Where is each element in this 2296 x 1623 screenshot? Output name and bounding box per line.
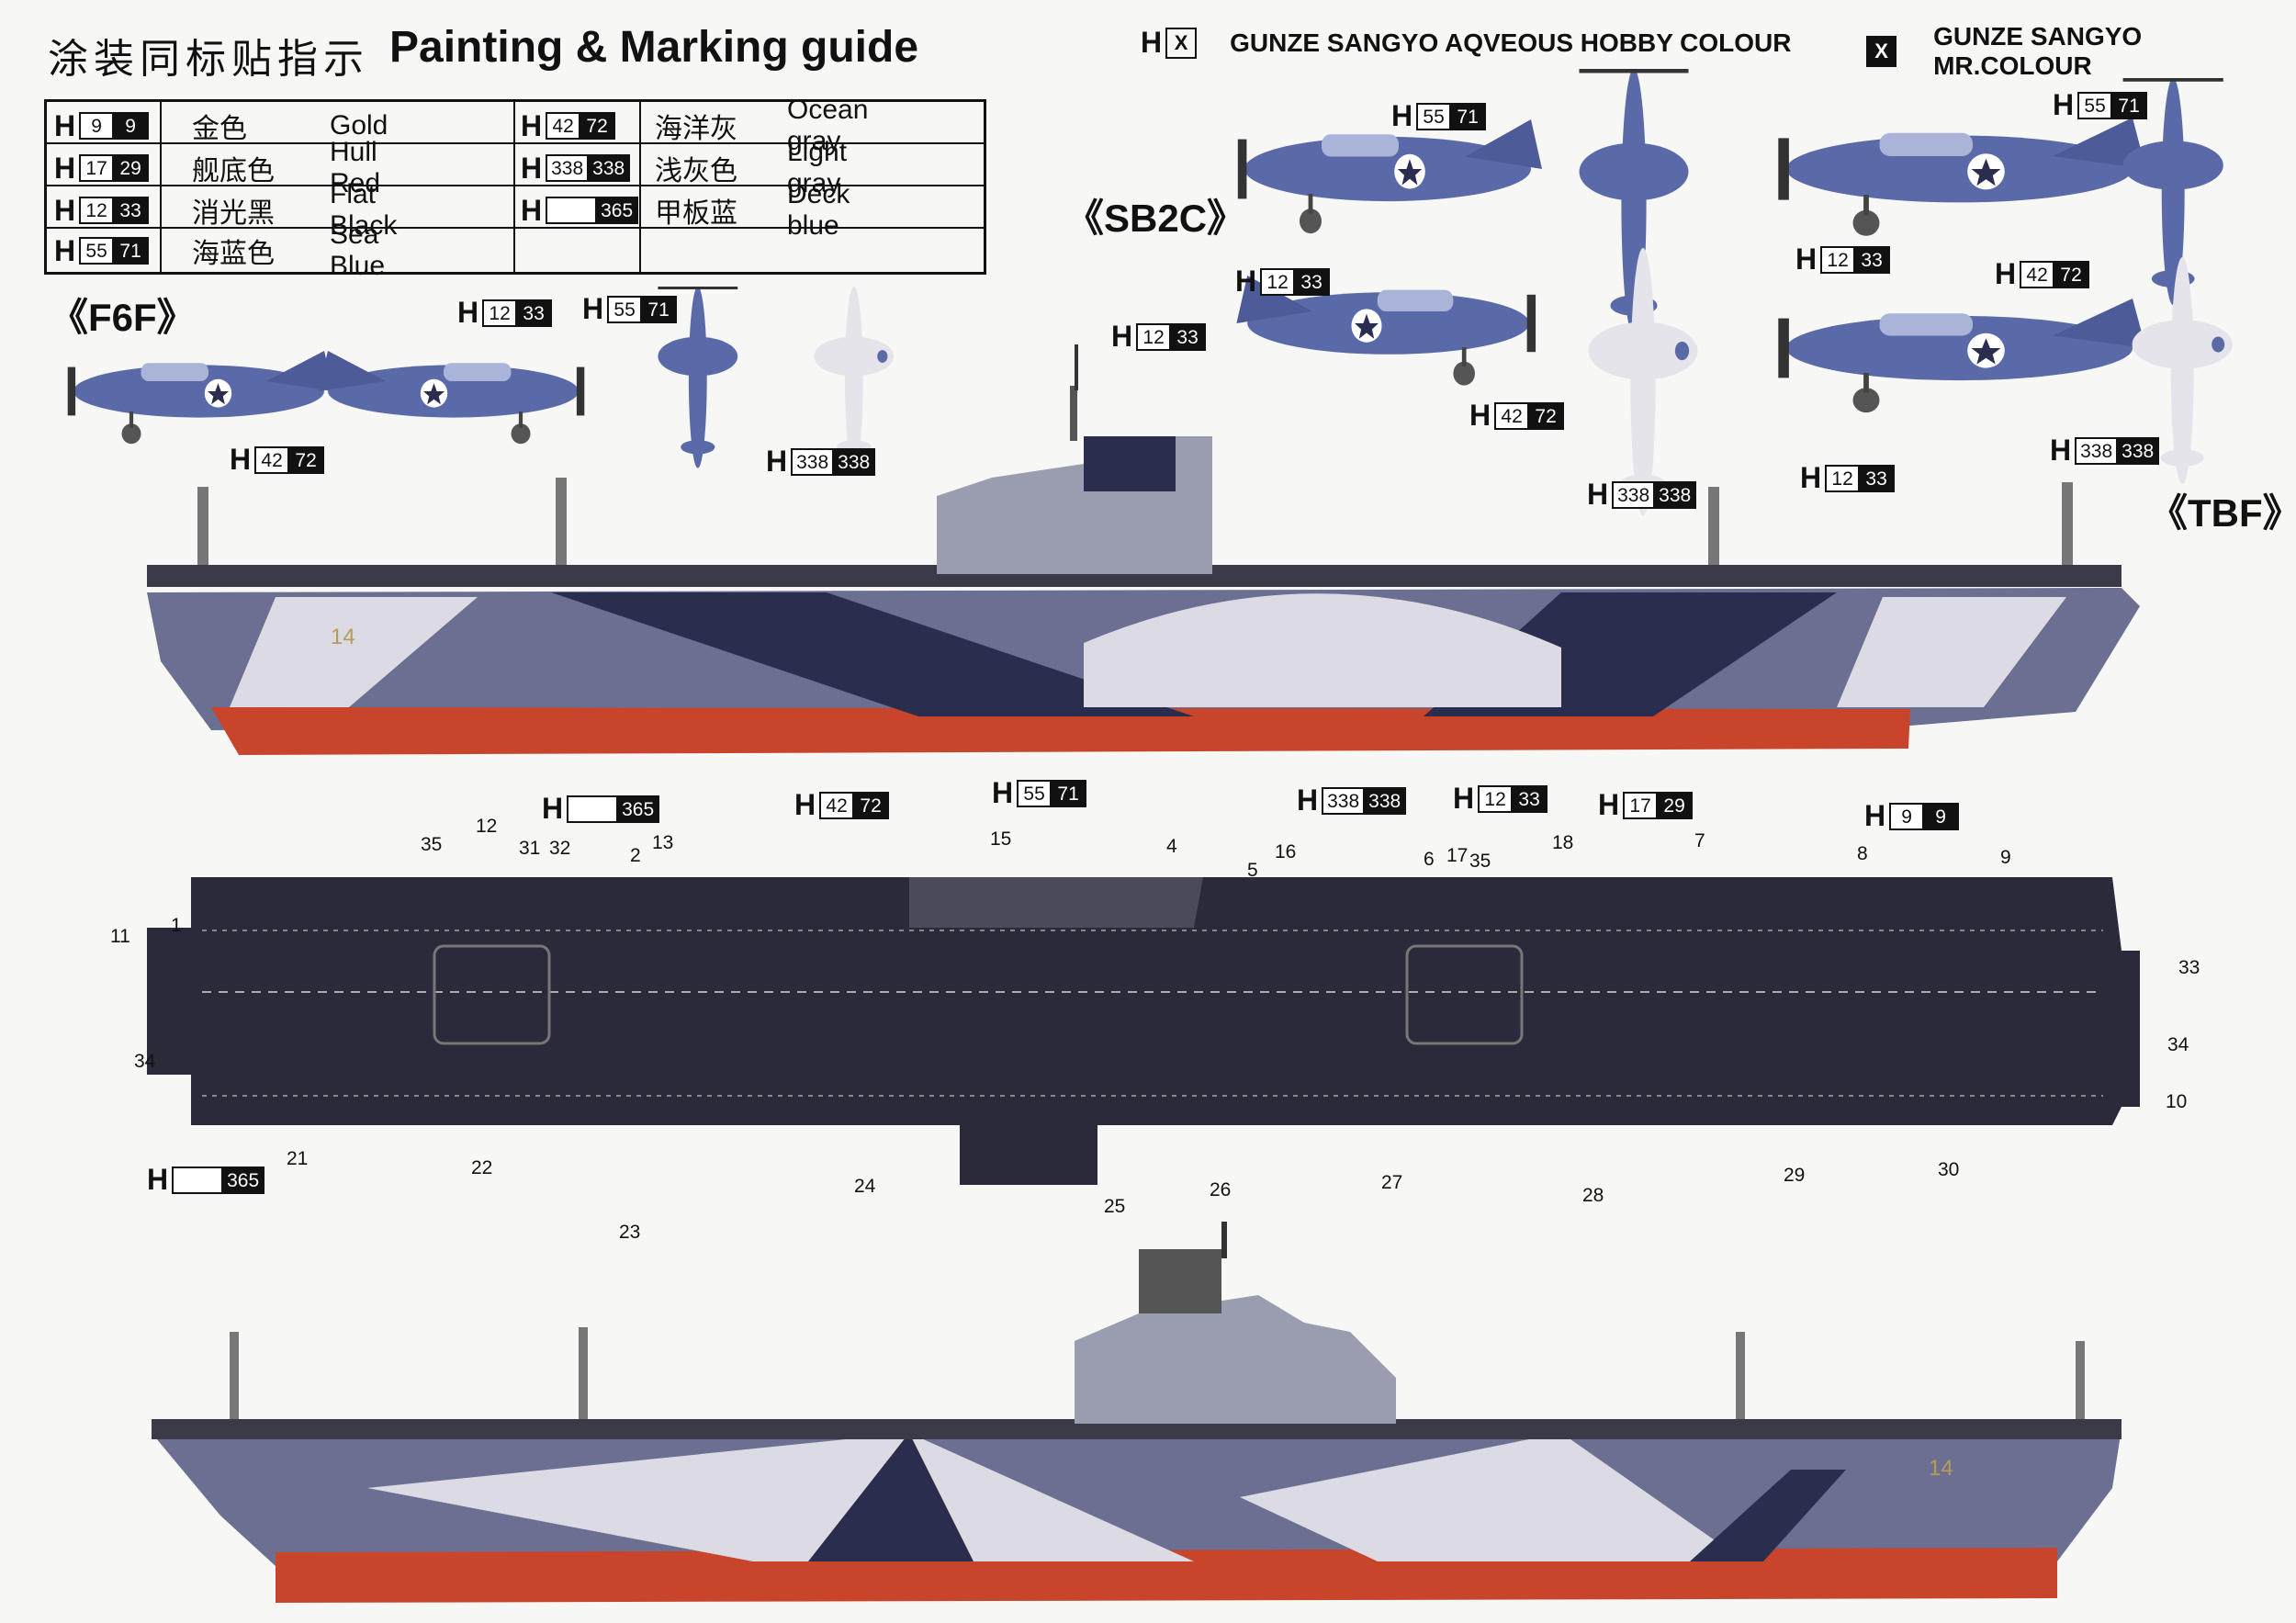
part-number: 18 [1552,832,1574,853]
part-number: 10 [2166,1091,2188,1112]
hobby-prefix: H [1141,26,1163,59]
hobby-colour-legend: H X GUNZE SANGYO AQVEOUS HOBBY COLOUR [1141,26,1792,60]
part-number: 26 [1210,1179,1232,1200]
part-number: 21 [287,1148,309,1169]
part-number: 32 [549,838,571,859]
model-label-f6f: 《F6F》 [50,296,196,339]
part-number: 22 [471,1157,493,1178]
part-number: 30 [1938,1159,1960,1180]
part-number: 17 [1446,845,1469,866]
part-number: 2 [630,845,641,866]
part-number: 35 [421,834,443,855]
tbf-side-1 [1778,118,2145,236]
part-number: 23 [619,1222,641,1243]
deck-plan [147,877,2140,1185]
part-number: 13 [652,832,674,853]
callout-deck-365-top: H 365 [542,792,660,826]
part-number: 34 [2167,1034,2189,1055]
part-number: 4 [1166,836,1177,857]
sb2c-side-1 [1238,119,1542,233]
mr-x-box: X [1866,36,1897,67]
f6f-side-right [319,351,585,444]
part-number: 6 [1424,849,1435,870]
part-number: 34 [134,1051,156,1072]
tbf-side-2 [1778,299,2145,412]
part-number: 1 [171,915,182,936]
hobby-x-box: X [1165,27,1198,59]
model-label-tbf: 《TBF》 [2149,491,2296,535]
f6f-bottom-view [814,287,895,468]
part-number: 27 [1381,1172,1403,1193]
ship-profile-port [152,1222,2122,1603]
model-label-sb2c: 《SB2C》 [1065,197,1246,240]
part-number: 5 [1247,860,1258,881]
callout-deck-365-bottom: H 365 [147,1163,265,1197]
part-number: 16 [1275,841,1297,862]
ship-profile-starboard [147,344,2140,755]
hull-number-port: 14 [1929,1456,1953,1481]
mr-colour-label: GUNZE SANGYO MR.COLOUR [1933,22,2143,80]
table-row-deck-blue: H 365 甲板蓝 Deck blue [521,179,850,241]
title-chinese: 涂装同标贴指示 [48,36,369,83]
part-number: 8 [1857,843,1868,864]
part-number: 29 [1784,1165,1806,1186]
title-english: Painting & Marking guide [389,23,919,72]
part-number: 15 [990,828,1012,850]
part-number: 24 [854,1176,876,1197]
part-number: 31 [519,838,541,859]
part-number: 9 [2000,847,2011,868]
part-number: 33 [2178,957,2200,978]
part-number: 11 [110,926,130,947]
part-number: 12 [476,816,498,837]
hobby-colour-label: GUNZE SANGYO AQVEOUS HOBBY COLOUR [1230,28,1792,57]
sb2c-bottom-view [1588,248,1698,516]
part-number: 28 [1582,1185,1604,1206]
part-number: 25 [1104,1196,1126,1217]
f6f-side-left [68,351,334,444]
part-number: 7 [1694,830,1705,851]
hull-number-starboard: 14 [331,625,355,649]
mr-colour-legend: X GUNZE SANGYO MR.COLOUR [1866,22,2296,81]
part-number: 35 [1469,851,1491,872]
